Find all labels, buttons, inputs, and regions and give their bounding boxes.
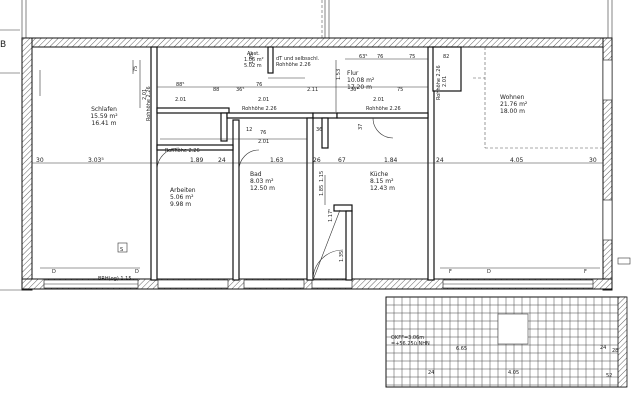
windows xyxy=(43,59,613,289)
dim-text: 1.17⁵ xyxy=(328,209,334,222)
dim-text: 4.05 xyxy=(510,157,524,164)
dim-text: 2.01 xyxy=(373,97,384,103)
room-perimeter-bad: 12.50 m xyxy=(250,185,275,192)
room-area-wohnen: 21.76 m² xyxy=(500,101,528,108)
dim-text: 75 xyxy=(397,87,403,93)
room-name-bad: Bad xyxy=(250,171,262,178)
dim-text: 1.85 xyxy=(319,185,325,196)
room-name-wohnen: Wohnen xyxy=(500,94,525,101)
shaft-mark: S xyxy=(120,247,123,253)
dim-text: 1.05 xyxy=(249,53,255,64)
dim-text: 24 xyxy=(218,157,226,164)
room-name-schlafen: Schlafen xyxy=(91,106,117,113)
room-perimeter-kueche: 12.43 m xyxy=(370,185,395,192)
upper-building-fragment xyxy=(0,0,613,40)
room-perimeter-wohnen: 18.00 m xyxy=(500,108,525,115)
window-mark: D xyxy=(52,269,56,275)
dim-text: 75 xyxy=(133,66,139,72)
dim-text: 4.05 xyxy=(508,370,519,376)
room-area-schlafen: 15.59 m² xyxy=(90,113,118,120)
interior-walls xyxy=(150,46,462,281)
room-area-kueche: 8.15 m² xyxy=(370,178,394,185)
dim-text: 30 xyxy=(589,157,597,164)
door-swings xyxy=(39,47,603,281)
room-perimeter-flur: 17.20 m xyxy=(347,84,372,91)
room-name-kueche: Küche xyxy=(370,171,389,178)
dim-text: 52 xyxy=(606,373,612,379)
room-height-flur-left: Rohhöhe 2.26 xyxy=(242,106,277,112)
room-area-abst: 1.06 m² xyxy=(244,57,264,63)
dim-text: 1.53 xyxy=(336,69,342,80)
dim-text: 63⁵ xyxy=(359,54,367,60)
dim-text: 6.65 xyxy=(456,346,467,352)
dim-text: 1.89 xyxy=(190,157,204,164)
dim-text: 24 xyxy=(600,345,606,351)
dim-text: 67 xyxy=(338,157,346,164)
room-name-dt: dT und selbsschl. xyxy=(276,56,320,62)
room-area-bad: 8.03 m² xyxy=(250,178,274,185)
dim-text: 75 xyxy=(409,54,415,60)
dim-text: 26 xyxy=(313,157,321,164)
terrace-grid xyxy=(385,296,628,388)
room-area-flur: 10.08 m² xyxy=(347,77,375,84)
floor-level-nhn: =+56.25ü.NHN xyxy=(391,341,430,347)
room-perimeter-schlafen: 16.41 m xyxy=(92,120,117,127)
window-mark: F xyxy=(449,269,452,275)
dim-text: 76 xyxy=(377,54,383,60)
dim-text: 3.03⁵ xyxy=(88,157,104,164)
dim-text: 24 xyxy=(436,157,444,164)
window-mark: D xyxy=(487,269,491,275)
dim-text: 36 xyxy=(316,127,322,133)
dim-text: 2.01 xyxy=(175,97,186,103)
dim-text: 76 xyxy=(256,82,262,88)
room-height-wohnen: Rohhöhe 2.26 xyxy=(436,65,442,100)
dim-text: 37 xyxy=(358,124,364,130)
dim-text: 1.84 xyxy=(384,157,398,164)
window-mark: D xyxy=(135,269,139,275)
room-perimeter-arbeiten: 9.98 m xyxy=(170,201,191,208)
dim-text: 2.01 xyxy=(258,97,269,103)
dimension-lines xyxy=(32,58,603,269)
sill-height-label: BRH(og) 1.15 xyxy=(98,276,132,282)
outer-walls xyxy=(21,37,613,291)
room-height-flur-right: Rohhöhe 2.26 xyxy=(366,106,401,112)
dim-text: 1.35 xyxy=(339,251,345,262)
floor-level-label: OKFF=3.06m xyxy=(391,335,424,341)
dim-text: 2.11 xyxy=(307,87,318,93)
room-name-abst: Abst. xyxy=(247,51,260,57)
dim-text: 2.01 xyxy=(142,89,148,100)
section-marker: B xyxy=(0,40,6,50)
dim-text: 1.63 xyxy=(270,157,284,164)
dim-text: 82 xyxy=(443,54,449,60)
dim-text: 12 xyxy=(246,127,252,133)
dim-text: 30 xyxy=(36,157,44,164)
room-area-arbeiten: 5.06 m² xyxy=(170,194,194,201)
dim-text: 88⁵ xyxy=(176,82,184,88)
dim-text: 76 xyxy=(260,130,266,136)
dim-text: 36⁵ xyxy=(350,87,358,93)
dim-text: 36⁵ xyxy=(236,87,244,93)
dim-text: 88 xyxy=(213,87,219,93)
room-perimeter-abst: 5.02 m xyxy=(244,63,262,69)
dim-text: 28 xyxy=(612,348,618,354)
window-mark: F xyxy=(584,269,587,275)
dim-text: 2.01 xyxy=(442,76,448,87)
dim-text: 24 xyxy=(428,370,434,376)
room-name-arbeiten: Arbeiten xyxy=(170,187,196,194)
room-height-schlafen: Rohhöhe 2.26 xyxy=(146,86,152,121)
room-height-dt: Rohhöhe 2.26 xyxy=(276,62,311,68)
dim-text: 1.15 xyxy=(319,171,325,182)
dim-text: 2.01 xyxy=(258,139,269,145)
room-name-flur: Flur xyxy=(347,70,359,77)
room-height-arbeiten: Rohhöhe 2.26 xyxy=(165,148,200,154)
